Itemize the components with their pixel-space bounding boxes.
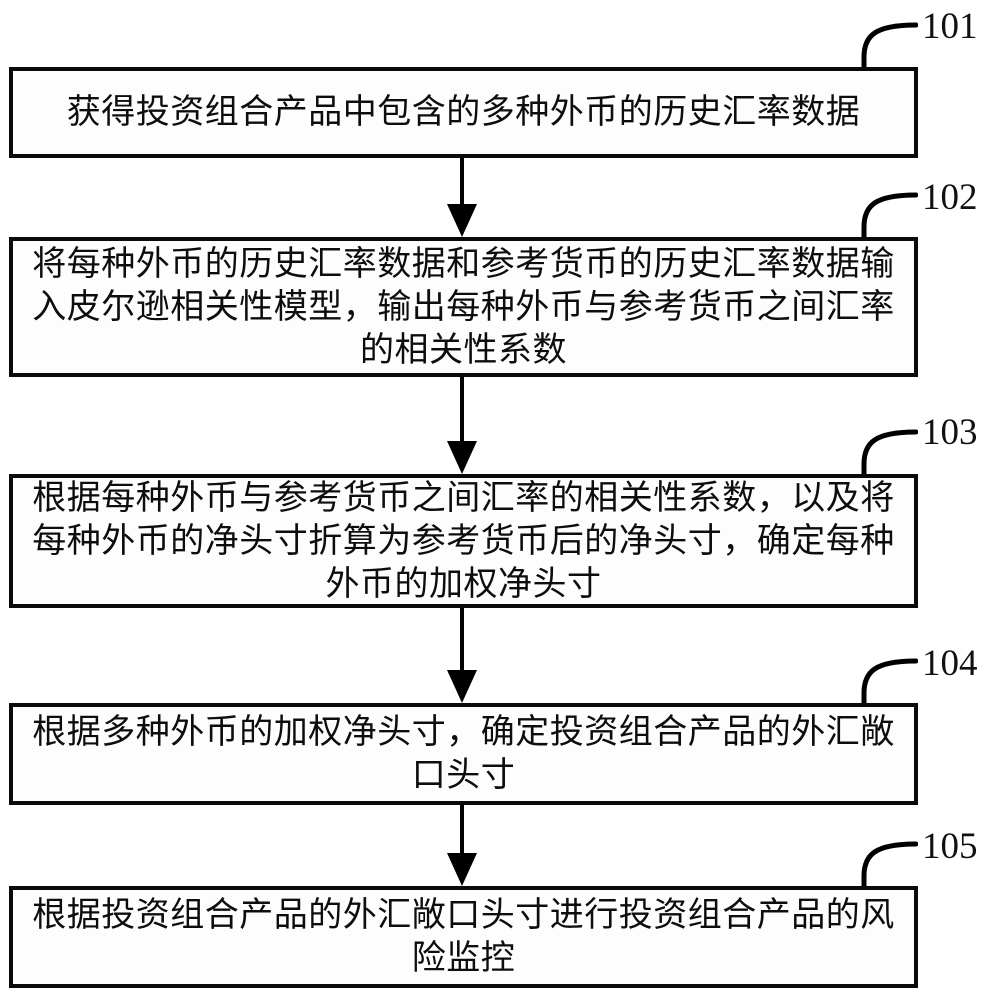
process-box-102: 将每种外币的历史汇率数据和参考货币的历史汇率数据输 入皮尔逊相关性模型，输出每种… bbox=[9, 237, 918, 377]
box-102-text-line-3: 的相关性系数 bbox=[360, 331, 567, 369]
box-103-text-line-2: 每种外币的净头寸折算为参考货币后的净头寸，确定每种 bbox=[32, 522, 895, 560]
down-arrow-head-2 bbox=[447, 441, 477, 474]
leader-arc-101 bbox=[861, 22, 918, 71]
box-103-text-line-3: 外币的加权净头寸 bbox=[325, 565, 602, 603]
leader-arc-104 bbox=[861, 658, 918, 707]
process-box-101: 获得投资组合产品中包含的多种外币的历史汇率数据 bbox=[9, 67, 918, 158]
box-105-text-line-1: 根据投资组合产品的外汇敞口头寸进行投资组合产品的风 bbox=[32, 897, 895, 934]
ref-number-103: 103 bbox=[922, 412, 978, 453]
process-box-104: 根据多种外币的加权净头寸，确定投资组合产品的外汇敞 口头寸 bbox=[9, 703, 918, 805]
down-arrow-stem-2 bbox=[460, 377, 464, 444]
leader-arc-102 bbox=[861, 192, 918, 241]
down-arrow-head-4 bbox=[447, 853, 477, 886]
box-102-text-line-2: 入皮尔逊相关性模型，输出每种外币与参考货币之间汇率 bbox=[32, 288, 895, 326]
box-102-text-line-1: 将每种外币的历史汇率数据和参考货币的历史汇率数据输 bbox=[32, 245, 895, 283]
ref-number-101: 101 bbox=[922, 6, 978, 47]
box-104-text-line-1: 根据多种外币的加权净头寸，确定投资组合产品的外汇敞 bbox=[32, 714, 895, 751]
down-arrow-head-3 bbox=[447, 670, 477, 703]
process-box-103: 根据每种外币与参考货币之间汇率的相关性系数，以及将 每种外币的净头寸折算为参考货… bbox=[9, 474, 918, 608]
down-arrow-stem-1 bbox=[460, 158, 464, 207]
box-101-text-line-1: 获得投资组合产品中包含的多种外币的历史汇率数据 bbox=[66, 94, 861, 131]
process-box-105: 根据投资组合产品的外汇敞口头寸进行投资组合产品的风 险监控 bbox=[9, 886, 918, 988]
box-105-text-line-2: 险监控 bbox=[411, 940, 516, 977]
leader-arc-103 bbox=[861, 429, 918, 478]
down-arrow-head-1 bbox=[447, 204, 477, 237]
down-arrow-stem-4 bbox=[460, 805, 464, 856]
ref-number-104: 104 bbox=[922, 643, 978, 684]
box-104-text-line-2: 口头寸 bbox=[411, 757, 516, 794]
ref-number-105: 105 bbox=[922, 826, 978, 867]
box-103-text-line-1: 根据每种外币与参考货币之间汇率的相关性系数，以及将 bbox=[32, 479, 895, 517]
leader-arc-105 bbox=[861, 841, 918, 890]
down-arrow-stem-3 bbox=[460, 608, 464, 673]
ref-number-102: 102 bbox=[922, 177, 978, 218]
